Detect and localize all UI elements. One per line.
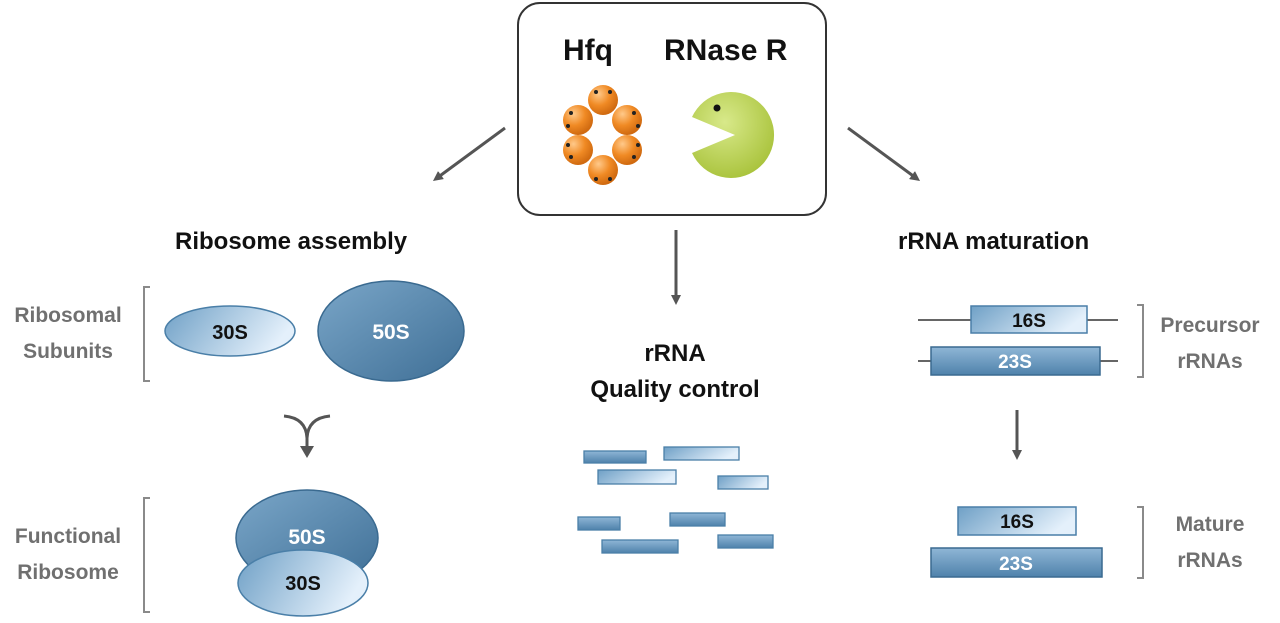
mature-rrnas-label: Mature rRNAs [1175,513,1245,572]
precursor-16s-label: 16S [1012,311,1046,332]
ribosome-50s-label: 50S [288,526,325,549]
hfq-hexamer-icon [563,85,642,185]
mature-16s-label: 16S [1000,512,1034,533]
mature-23s-label: 23S [999,554,1033,575]
functional-ribosome: 50S 30S [235,489,379,617]
subunit-30s: 30S [164,305,296,357]
fragment [597,469,677,485]
fragment [717,534,774,549]
ribosomal-subunits-label: Ribosomal Subunits [14,304,122,363]
fragment [663,446,740,461]
subunit-30s-label: 30S [212,322,248,344]
bracket-functional-ribosome [143,497,150,613]
bracket-mature-rrnas [1137,506,1144,579]
precursor-23s-label: 23S [998,352,1032,373]
arrow-to-rrna-maturation [847,126,921,181]
subunit-50s: 50S [317,280,465,382]
precursor-rrnas-label: Precursor rRNAs [1160,314,1260,373]
hfq-label: Hfq [563,34,613,67]
fragment [669,512,726,527]
mature-16s: 16S [957,506,1077,536]
bracket-ribosomal-subunits [143,286,150,382]
mature-23s: 23S [930,547,1103,578]
quality-control-title-line1: rRNA [644,340,706,367]
bracket-precursor-rrnas [1137,304,1144,378]
precursor-23s: 23S [930,346,1101,376]
rnase-r-pacman-icon [692,92,775,178]
functional-ribosome-label: Functional Ribosome [14,525,122,584]
fragment [577,516,621,531]
quality-control-title-line2: Quality control [590,376,760,403]
precursor-16s: 16S [970,305,1088,334]
arrow-to-ribosome-assembly [432,126,506,181]
fragment [583,450,647,464]
rrna-fragments [577,446,774,554]
rrna-maturation-title: rRNA maturation [898,228,1090,255]
ribosome-assembly-title: Ribosome assembly [175,228,408,255]
rnase-r-label: RNase R [664,34,788,67]
merge-arrow-icon [283,414,331,458]
fragment [601,539,679,554]
fragment [717,475,769,490]
ribosome-30s-label: 30S [285,573,321,595]
subunit-50s-label: 50S [372,321,409,344]
